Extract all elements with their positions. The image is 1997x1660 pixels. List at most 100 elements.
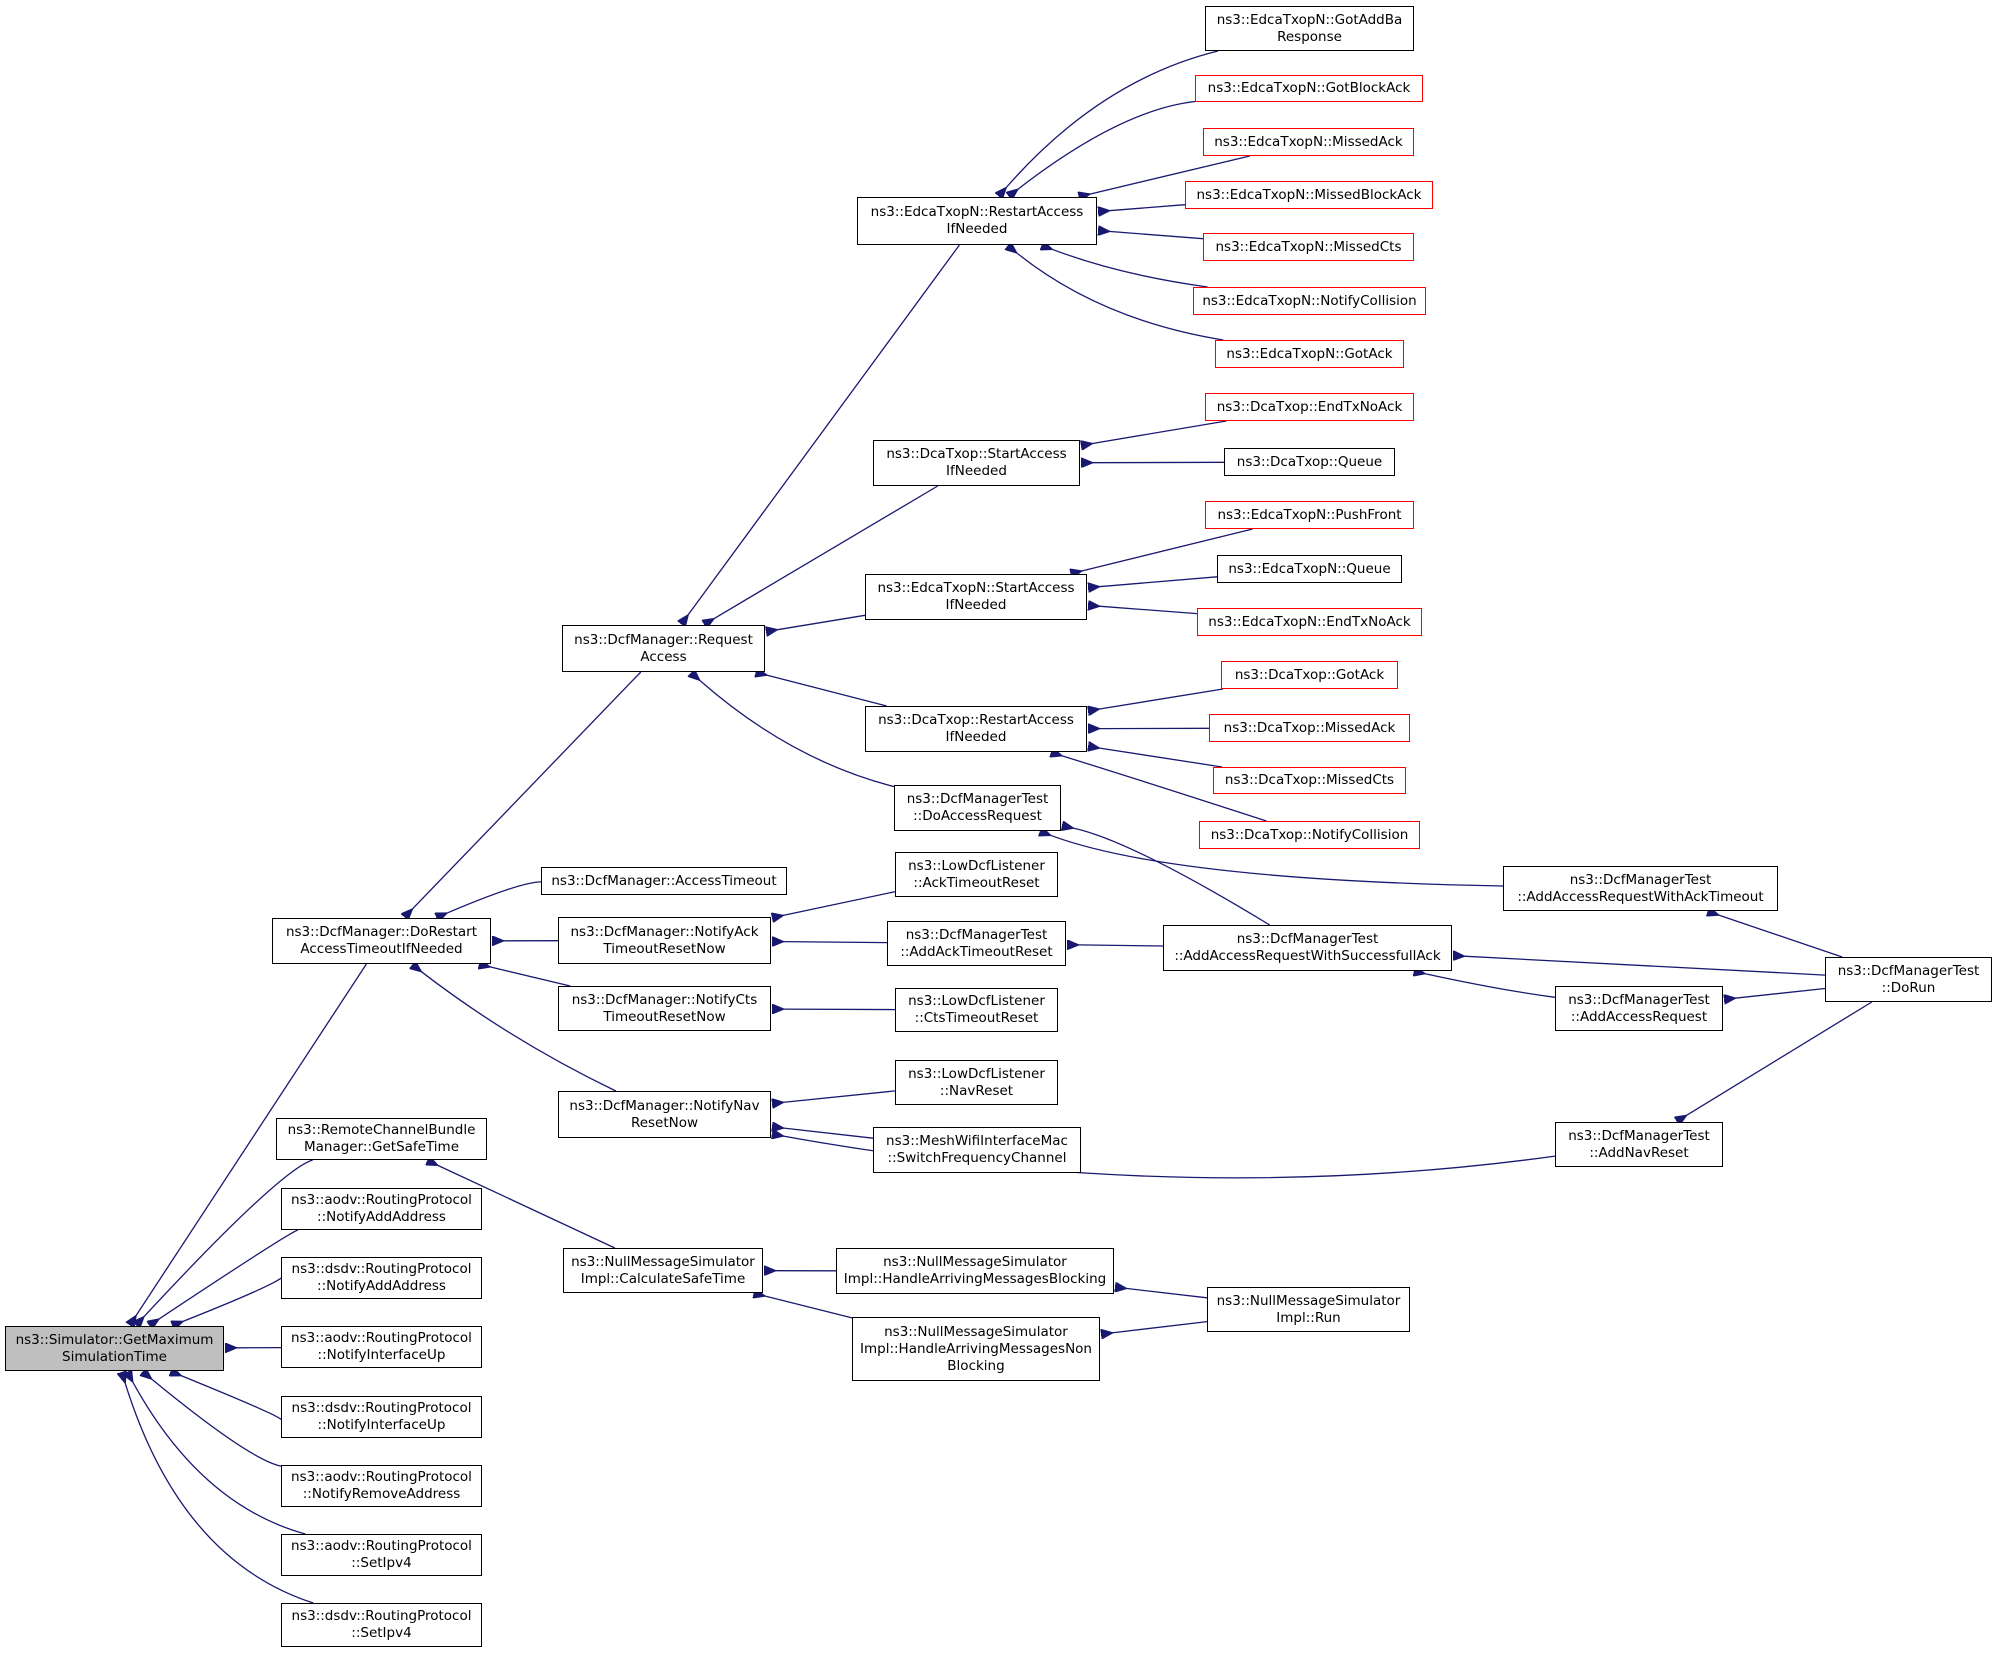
graph-node-mesh-switch[interactable]: ns3::MeshWifiInterfaceMac::SwitchFrequen… [873, 1127, 1081, 1173]
edge-ack-timeout-reset-to-notify-ack [783, 892, 895, 916]
graph-node-edca-notifycollision[interactable]: ns3::EdcaTxopN::NotifyCollision [1193, 287, 1426, 315]
edge-dca-missedcts-to-dca-restart [1099, 748, 1222, 767]
node-label-line: ::NotifyInterfaceUp [318, 1417, 446, 1434]
node-label-line: TimeoutResetNow [603, 941, 725, 958]
node-label-line: ns3::EdcaTxopN::MissedAck [1214, 134, 1403, 151]
node-label-line: ResetNow [631, 1115, 698, 1132]
node-label-line: ns3::aodv::RoutingProtocol [291, 1469, 472, 1486]
graph-node-nav-reset[interactable]: ns3::LowDcfListener::NavReset [895, 1060, 1058, 1105]
edge-edca-gotblockack-to-edca-restart [1017, 102, 1195, 190]
edge-edca-restart-to-req-access [688, 245, 960, 615]
node-label-line: SimulationTime [62, 1349, 167, 1366]
node-label-line: ns3::DcfManager::NotifyNav [569, 1098, 759, 1115]
graph-node-cts-timeout-reset[interactable]: ns3::LowDcfListener::CtsTimeoutReset [895, 988, 1058, 1032]
node-label-line: ns3::MeshWifiInterfaceMac [886, 1133, 1068, 1150]
graph-node-dsdv-ifup[interactable]: ns3::dsdv::RoutingProtocol::NotifyInterf… [281, 1396, 482, 1438]
node-label-line: ::NotifyAddAddress [317, 1278, 446, 1295]
node-label-line: ns3::DcaTxop::NotifyCollision [1211, 827, 1409, 844]
node-label-line: TimeoutResetNow [603, 1009, 725, 1026]
graph-node-edca-gotack[interactable]: ns3::EdcaTxopN::GotAck [1215, 340, 1404, 368]
edge-edca-endtxnoack-to-edca-start [1099, 606, 1197, 613]
node-label-line: ns3::DcfManager::AccessTimeout [551, 873, 776, 890]
edge-handle-nonblocking-to-calc-safe [764, 1296, 852, 1318]
graph-node-add-access-req[interactable]: ns3::DcfManagerTest::AddAccessRequest [1555, 986, 1723, 1031]
node-label-line: ns3::DcaTxop::MissedAck [1224, 720, 1396, 737]
node-label-line: ::SetIpv4 [351, 1555, 411, 1572]
node-label-line: ::CtsTimeoutReset [915, 1010, 1039, 1027]
edge-access-timeout-to-restart-to [447, 882, 542, 913]
node-label-line: ns3::DcfManagerTest [1570, 872, 1712, 889]
node-label-line: Impl::CalculateSafeTime [581, 1271, 746, 1288]
graph-node-edca-gotblockack[interactable]: ns3::EdcaTxopN::GotBlockAck [1195, 75, 1423, 102]
edge-null-run-to-handle-blocking [1126, 1288, 1207, 1297]
node-label-line: ns3::EdcaTxopN::StartAccess [877, 580, 1074, 597]
node-label-line: ::AddAccessRequest [1571, 1009, 1707, 1026]
graph-node-aodv-remaddr[interactable]: ns3::aodv::RoutingProtocol::NotifyRemove… [281, 1465, 482, 1507]
graph-node-dca-missedcts[interactable]: ns3::DcaTxop::MissedCts [1213, 767, 1406, 794]
node-label-line: ns3::DcaTxop::Queue [1237, 454, 1382, 471]
graph-node-edca-endtxnoack[interactable]: ns3::EdcaTxopN::EndTxNoAck [1197, 608, 1422, 636]
node-label-line: AccessTimeoutIfNeeded [300, 941, 462, 958]
edge-aodv-addaddr-to-root [158, 1230, 298, 1319]
graph-node-edca-missedblockack[interactable]: ns3::EdcaTxopN::MissedBlockAck [1185, 181, 1433, 209]
node-label-line: ns3::DcfManagerTest [907, 791, 1049, 808]
node-label-line: ns3::NullMessageSimulator [883, 1254, 1067, 1271]
graph-node-add-req-acktimeout[interactable]: ns3::DcfManagerTest::AddAccessRequestWit… [1503, 866, 1778, 911]
node-label-line: ns3::aodv::RoutingProtocol [291, 1538, 472, 1555]
graph-node-dca-queue[interactable]: ns3::DcaTxop::Queue [1224, 448, 1395, 476]
node-label-line: IfNeeded [946, 729, 1007, 746]
edge-edca-notifycollision-to-edca-restart [1052, 249, 1208, 287]
graph-node-edca-missedack[interactable]: ns3::EdcaTxopN::MissedAck [1203, 128, 1414, 156]
graph-node-aodv-ifup[interactable]: ns3::aodv::RoutingProtocol::NotifyInterf… [281, 1326, 482, 1368]
graph-node-dsdv-addaddr[interactable]: ns3::dsdv::RoutingProtocol::NotifyAddAdd… [281, 1257, 482, 1299]
graph-node-do-access-req[interactable]: ns3::DcfManagerTest::DoAccessRequest [894, 785, 1061, 831]
node-label-line: ::NotifyRemoveAddress [303, 1486, 461, 1503]
node-label-line: Impl::HandleArrivingMessagesBlocking [844, 1271, 1106, 1288]
graph-node-do-run[interactable]: ns3::DcfManagerTest::DoRun [1825, 957, 1992, 1002]
node-label-line: ns3::EdcaTxopN::GotAck [1226, 346, 1392, 363]
graph-node-dca-endtxnoack[interactable]: ns3::DcaTxop::EndTxNoAck [1205, 393, 1414, 421]
node-label-line: ns3::EdcaTxopN::Queue [1228, 561, 1390, 578]
edge-do-run-to-add-req-success [1464, 956, 1825, 975]
graph-node-add-req-success[interactable]: ns3::DcfManagerTest::AddAccessRequestWit… [1163, 925, 1452, 971]
node-label-line: ns3::EdcaTxopN::GotAddBa [1217, 12, 1403, 29]
edge-do-run-to-add-req-acktimeout [1718, 915, 1842, 957]
graph-node-edca-missedcts[interactable]: ns3::EdcaTxopN::MissedCts [1203, 233, 1414, 261]
graph-node-dca-notifycollision[interactable]: ns3::DcaTxop::NotifyCollision [1199, 821, 1420, 849]
graph-node-dca-gotack[interactable]: ns3::DcaTxop::GotAck [1221, 661, 1398, 689]
node-label-line: ns3::aodv::RoutingProtocol [291, 1330, 472, 1347]
node-label-line: ns3::LowDcfListener [908, 858, 1045, 875]
edge-add-req-success-to-add-ack-timeout-reset [1078, 945, 1163, 946]
edge-add-access-req-to-add-req-success [1425, 974, 1555, 998]
graph-node-add-ack-timeout-reset[interactable]: ns3::DcfManagerTest::AddAckTimeoutReset [887, 921, 1066, 966]
node-label-line: ns3::aodv::RoutingProtocol [291, 1192, 472, 1209]
graph-node-ack-timeout-reset[interactable]: ns3::LowDcfListener::AckTimeoutReset [895, 852, 1058, 897]
node-label-line: Impl::Run [1276, 1310, 1340, 1327]
graph-node-edca-pushfront[interactable]: ns3::EdcaTxopN::PushFront [1205, 501, 1414, 529]
graph-node-dsdv-setipv4[interactable]: ns3::dsdv::RoutingProtocol::SetIpv4 [281, 1603, 482, 1647]
graph-node-add-nav-reset[interactable]: ns3::DcfManagerTest::AddNavReset [1555, 1122, 1723, 1167]
node-label-line: ns3::NullMessageSimulator [571, 1254, 755, 1271]
graph-node-edca-queue[interactable]: ns3::EdcaTxopN::Queue [1217, 555, 1402, 583]
graph-node-aodv-setipv4[interactable]: ns3::aodv::RoutingProtocol::SetIpv4 [281, 1534, 482, 1576]
edge-add-ack-timeout-reset-to-notify-ack [783, 942, 887, 943]
graph-node-dca-missedack[interactable]: ns3::DcaTxop::MissedAck [1209, 714, 1410, 742]
graph-node-access-timeout[interactable]: ns3::DcfManager::AccessTimeout [541, 867, 787, 895]
graph-node-aodv-addaddr[interactable]: ns3::aodv::RoutingProtocol::NotifyAddAdd… [281, 1188, 482, 1230]
